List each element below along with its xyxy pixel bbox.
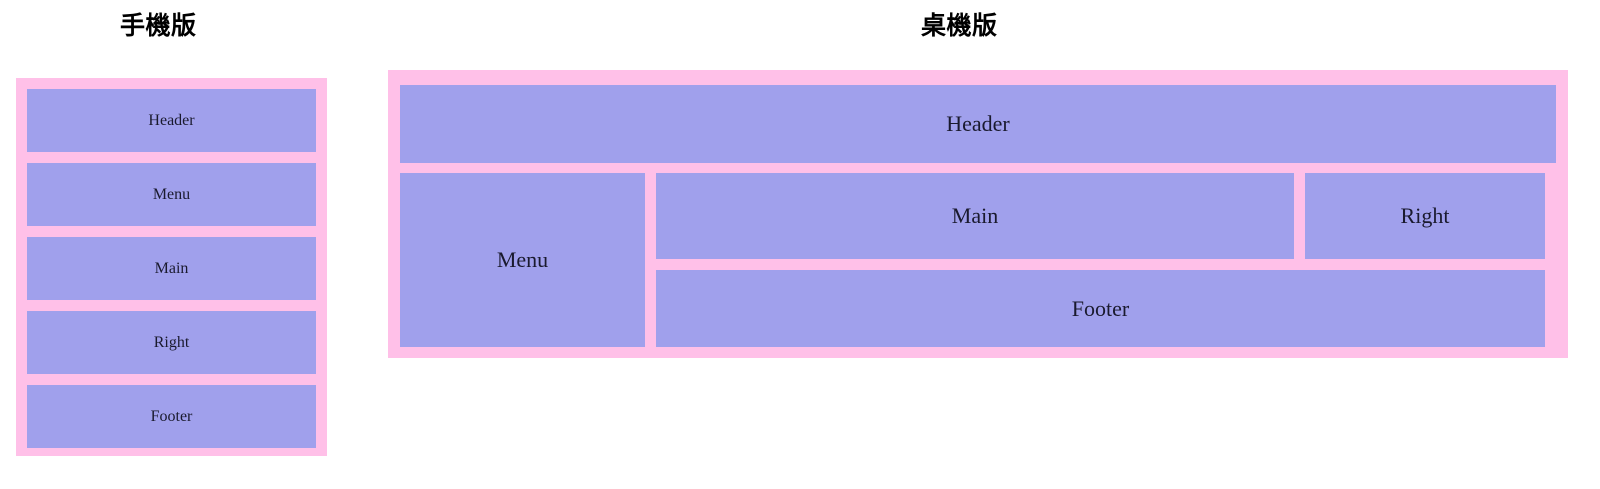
desktop-block-footer[interactable]: Footer: [656, 270, 1545, 347]
mobile-layout-title: 手機版: [120, 12, 197, 40]
desktop-block-header[interactable]: Header: [400, 85, 1556, 163]
mobile-block-right[interactable]: Right: [27, 311, 316, 374]
mobile-block-header-label: Header: [148, 111, 195, 129]
desktop-block-header-label: Header: [946, 111, 1010, 136]
mobile-block-right-label: Right: [153, 333, 190, 351]
desktop-block-main-label: Main: [951, 203, 999, 228]
mobile-block-main[interactable]: Main: [27, 237, 316, 300]
desktop-layout-title: 桌機版: [921, 12, 998, 40]
desktop-wireframe-container: Header Menu Main Right Footer: [388, 70, 1568, 358]
mobile-block-menu[interactable]: Menu: [27, 163, 316, 226]
mobile-block-menu-label: Menu: [152, 185, 191, 203]
mobile-wireframe-container: Header Menu Main Right Footer: [16, 78, 327, 456]
mobile-block-header[interactable]: Header: [27, 89, 316, 152]
desktop-block-menu[interactable]: Menu: [400, 173, 645, 347]
desktop-block-right-label: Right: [1400, 203, 1450, 228]
desktop-block-menu-label: Menu: [496, 247, 549, 272]
desktop-block-footer-label: Footer: [1071, 295, 1130, 321]
mobile-block-footer-label: Footer: [150, 407, 193, 425]
desktop-block-main[interactable]: Main: [656, 173, 1294, 259]
mobile-block-footer[interactable]: Footer: [27, 385, 316, 448]
mobile-block-main-label: Main: [154, 259, 189, 277]
desktop-block-right[interactable]: Right: [1305, 173, 1545, 259]
